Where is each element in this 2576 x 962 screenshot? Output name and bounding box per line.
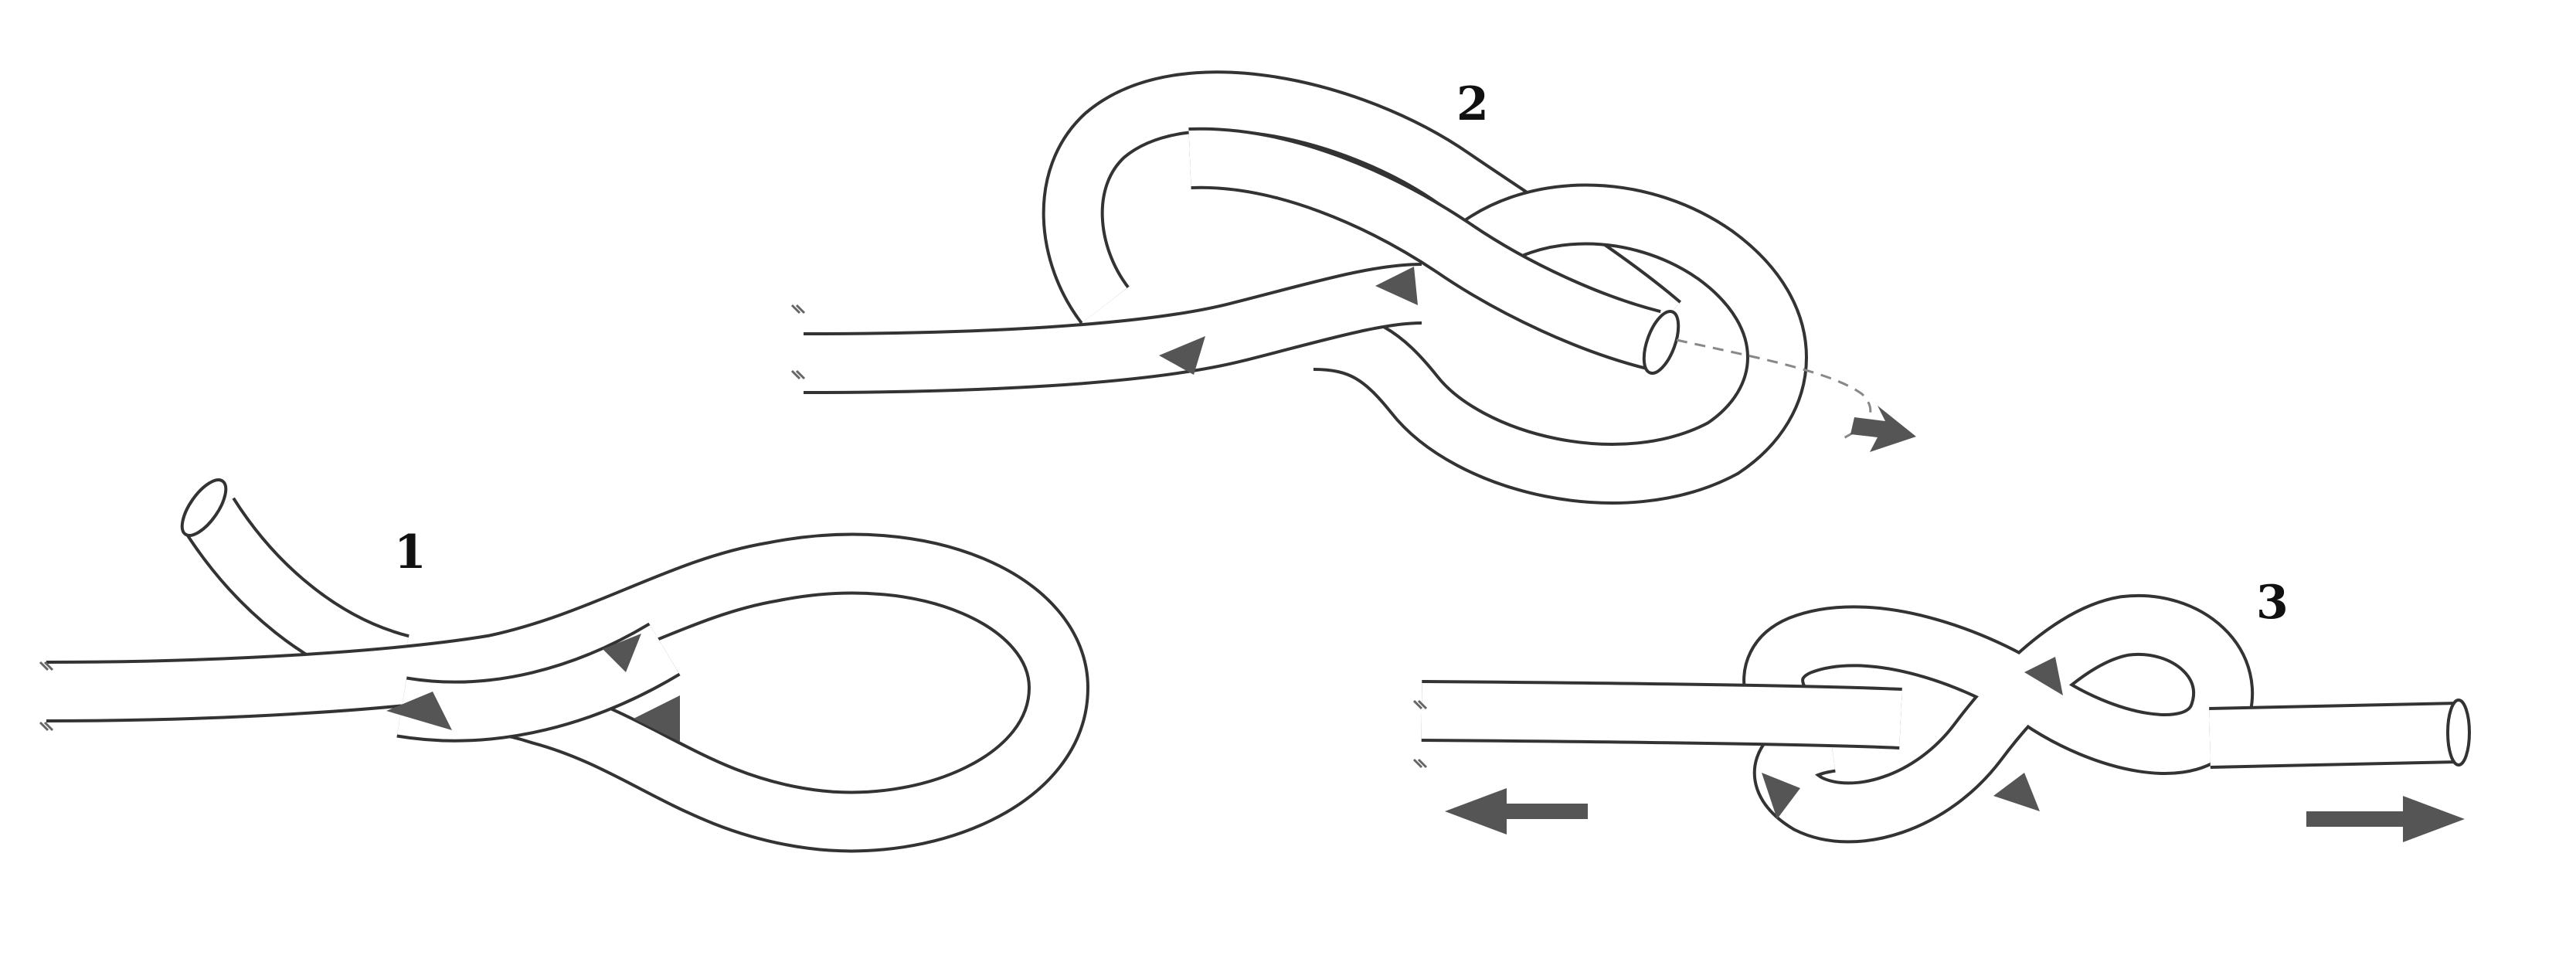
step-1-cut-marks [39,661,54,732]
step-2-rope-right-loop [1313,183,1808,505]
step-2-rope-working-end [1188,127,1681,375]
step-2-shadow [1375,267,1418,305]
step-2-label: 2 [1456,77,1489,131]
step-3-shadow [1762,773,1800,819]
step-3-label: 3 [2256,576,2289,630]
step-2-cut-marks [790,304,806,380]
step-3-left-arrow [1445,788,1588,835]
step-3-rope-knot [1742,593,2254,844]
step-3-right-arrow [2306,796,2465,842]
step-1-illustration: 1 [39,478,1089,853]
step-1-shadow [386,692,452,730]
step-3-shadow [2024,657,2063,695]
step-1-label: 1 [394,525,427,580]
step-3-shadow [1993,773,2040,811]
step-1-shadow [634,695,680,742]
step-3-rope-standing [1421,680,1902,750]
step-3-illustration: 3 [1412,576,2471,844]
step-3-cut-marks [1412,699,1428,769]
step-2-shadow [1159,336,1205,375]
step-1-rope-loop [46,532,1089,853]
step-2-arrow [1850,406,1916,452]
step-3-rope-end [2209,699,2471,769]
step-2-illustration: 2 [790,70,1916,505]
step-2-rope-loop [1042,70,1682,348]
step-1-shadow [603,634,641,672]
step-2-dashed-path [1676,338,1872,442]
step-1-rope-end [180,478,410,695]
